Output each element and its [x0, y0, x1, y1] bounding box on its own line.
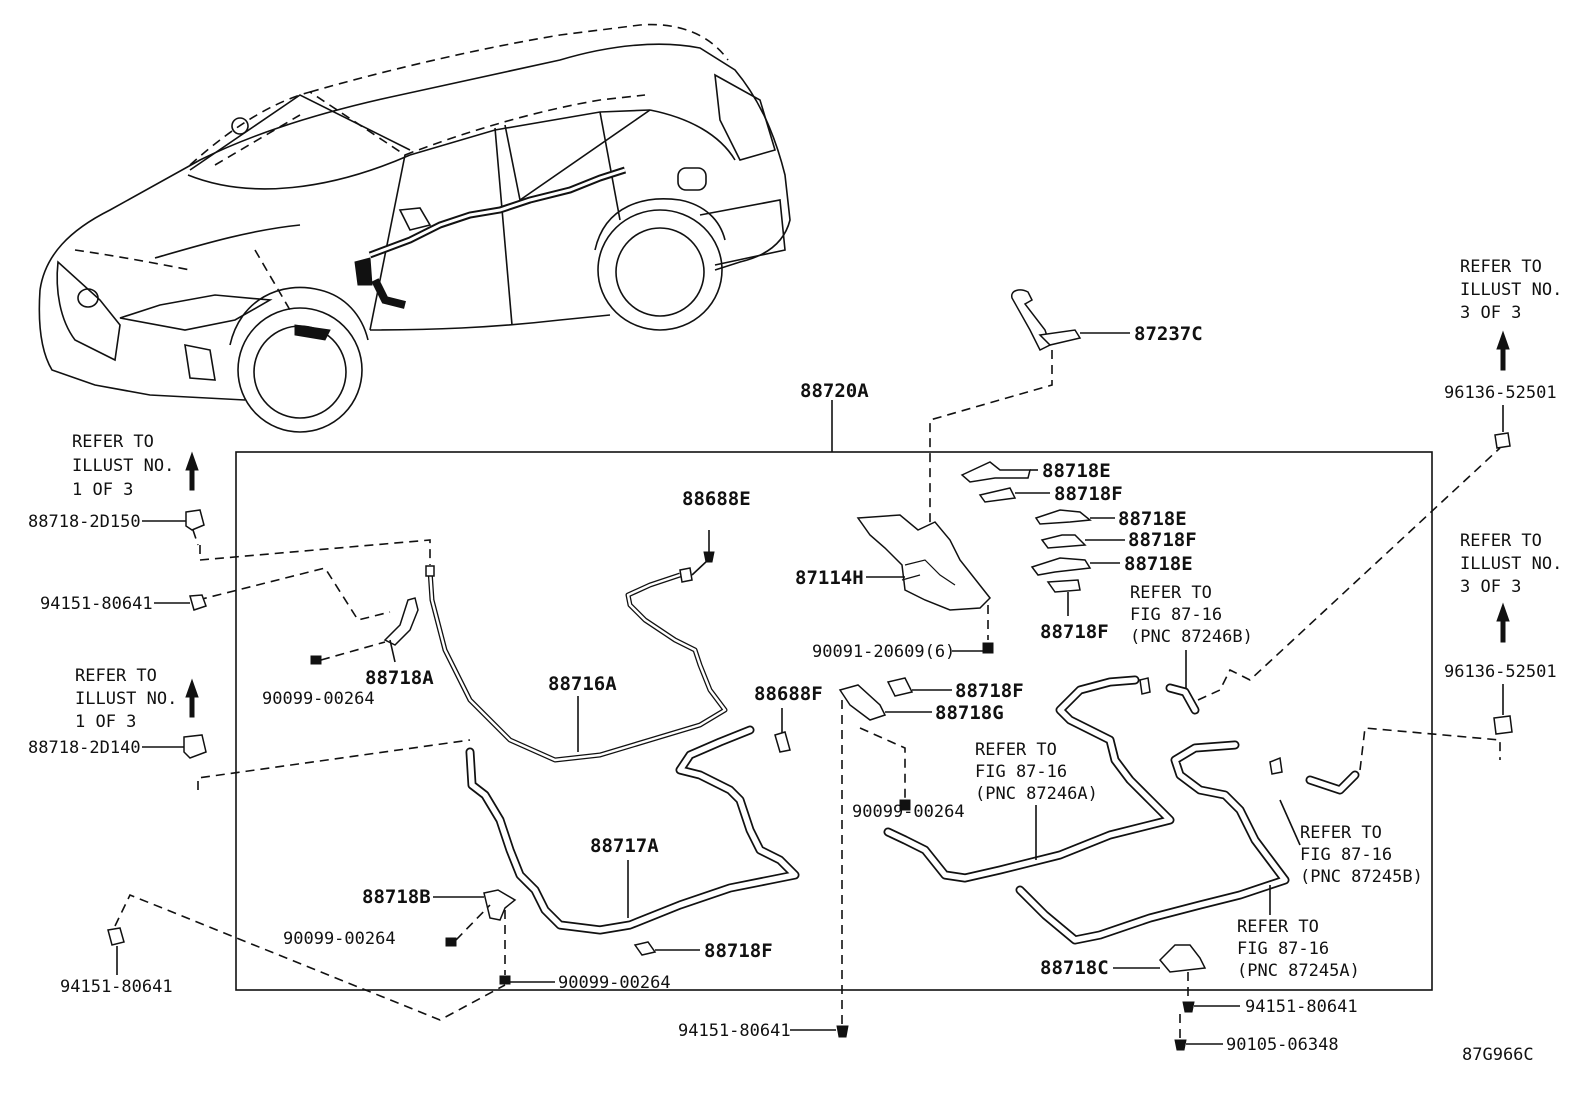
- label-88688E: 88688E: [682, 488, 751, 510]
- svg-text:ILLUST NO.: ILLUST NO.: [72, 456, 174, 476]
- svg-text:REFER TO: REFER TO: [1460, 257, 1542, 277]
- svg-text:FIG 87-16: FIG 87-16: [1237, 939, 1329, 959]
- svg-text:(PNC 87245B): (PNC 87245B): [1300, 867, 1423, 887]
- ref-fig-87246A: REFER TO FIG 87-16 (PNC 87246A): [975, 740, 1098, 804]
- clip-icon-2: [183, 734, 207, 759]
- svg-text:3 OF 3: 3 OF 3: [1460, 577, 1521, 597]
- wire-88716A: [425, 530, 728, 763]
- label-88718E-2: 88718E: [1118, 508, 1187, 530]
- label-96136-52501-a: 96136-52501: [1444, 383, 1557, 403]
- svg-text:FIG 87-16: FIG 87-16: [1300, 845, 1392, 865]
- label-88718B: 88718B: [362, 886, 431, 908]
- ref-fig-87246B: REFER TO FIG 87-16 (PNC 87246B): [1130, 583, 1253, 690]
- svg-text:REFER TO: REFER TO: [1460, 531, 1542, 551]
- up-arrow-icon-2: [185, 678, 199, 718]
- grommet-icon-2: [107, 927, 125, 946]
- part-88718G: [790, 677, 952, 1038]
- part-88718A: [197, 539, 431, 665]
- vehicle-illustration: [38, 23, 791, 433]
- ref-illust-1a: REFER TO ILLUST NO. 1 OF 3: [72, 432, 174, 500]
- up-arrow-icon-4: [1496, 602, 1510, 643]
- svg-text:1 OF 3: 1 OF 3: [72, 480, 133, 500]
- svg-text:ILLUST NO.: ILLUST NO.: [1460, 280, 1562, 300]
- label-88718G: 88718G: [935, 702, 1004, 724]
- label-90091-20609: 90091-20609(6): [812, 642, 955, 662]
- label-88718E-3: 88718E: [1124, 553, 1193, 575]
- svg-text:(PNC 87246A): (PNC 87246A): [975, 784, 1098, 804]
- label-90105-06348: 90105-06348: [1226, 1035, 1339, 1055]
- grommet-icon: [189, 594, 207, 611]
- label-88688F: 88688F: [754, 683, 823, 705]
- label-90099-00264-a: 90099-00264: [262, 689, 375, 709]
- label-88718F-3: 88718F: [1040, 621, 1109, 643]
- label-88718E-1: 88718E: [1042, 460, 1111, 482]
- label-88718F-4: 88718F: [704, 940, 773, 962]
- label-87237C: 87237C: [1134, 323, 1203, 345]
- svg-text:REFER TO: REFER TO: [1300, 823, 1382, 843]
- clip-icon: [185, 509, 205, 531]
- clip-group-upper: [960, 461, 1125, 616]
- assembly-frame: [235, 451, 1433, 991]
- svg-text:1 OF 3: 1 OF 3: [75, 712, 136, 732]
- svg-text:REFER TO: REFER TO: [75, 666, 157, 686]
- part-87237C: [929, 289, 1130, 600]
- hose-88717A: [197, 708, 800, 935]
- up-arrow-icon: [185, 451, 199, 491]
- label-90099-00264-d: 90099-00264: [852, 802, 965, 822]
- ref-illust-3b: REFER TO ILLUST NO. 3 OF 3: [1460, 531, 1562, 597]
- label-88717A: 88717A: [590, 835, 659, 857]
- clip-icon-4: [1493, 715, 1513, 735]
- label-88718A: 88718A: [365, 667, 434, 689]
- part-88718B: [433, 889, 700, 985]
- part-88718C: [1113, 944, 1240, 1051]
- label-88720A: 88720A: [800, 380, 869, 402]
- label-88718-2D150: 88718-2D150: [28, 512, 141, 532]
- ref-fig-87245B: REFER TO FIG 87-16 (PNC 87245B): [1279, 799, 1423, 887]
- label-94151-80641-bottom: 94151-80641: [678, 1021, 791, 1041]
- svg-text:FIG 87-16: FIG 87-16: [975, 762, 1067, 782]
- diagram-id: 87G966C: [1462, 1045, 1534, 1065]
- up-arrow-icon-3: [1496, 330, 1510, 371]
- svg-text:3 OF 3: 3 OF 3: [1460, 303, 1521, 323]
- label-88718-2D140: 88718-2D140: [28, 738, 141, 758]
- label-88718F-2: 88718F: [1128, 529, 1197, 551]
- ref-fig-87245A: REFER TO FIG 87-16 (PNC 87245A): [1237, 885, 1360, 981]
- label-88718F-5: 88718F: [955, 680, 1024, 702]
- label-88718C: 88718C: [1040, 957, 1109, 979]
- svg-text:(PNC 87245A): (PNC 87245A): [1237, 961, 1360, 981]
- ref-illust-1b: REFER TO ILLUST NO. 1 OF 3: [75, 666, 177, 732]
- label-90099-00264-b: 90099-00264: [283, 929, 396, 949]
- svg-text:REFER TO: REFER TO: [1237, 917, 1319, 937]
- svg-text:REFER TO: REFER TO: [72, 432, 154, 452]
- svg-text:REFER TO: REFER TO: [1130, 583, 1212, 603]
- clip-icon-3: [1494, 432, 1511, 449]
- svg-text:(PNC 87246B): (PNC 87246B): [1130, 627, 1253, 647]
- label-90099-00264-c: 90099-00264: [558, 973, 671, 993]
- svg-text:REFER TO: REFER TO: [975, 740, 1057, 760]
- ref-illust-3a: REFER TO ILLUST NO. 3 OF 3: [1460, 257, 1562, 323]
- svg-text:ILLUST NO.: ILLUST NO.: [1460, 554, 1562, 574]
- part-87114H: [856, 514, 994, 654]
- label-94151-80641-br: 94151-80641: [1245, 997, 1358, 1017]
- label-87114H: 87114H: [795, 567, 864, 589]
- label-96136-52501-b: 96136-52501: [1444, 662, 1557, 682]
- label-88718F-1: 88718F: [1054, 483, 1123, 505]
- svg-text:FIG 87-16: FIG 87-16: [1130, 605, 1222, 625]
- label-94151-80641-left-b: 94151-80641: [60, 977, 173, 997]
- label-94151-80641-left-a: 94151-80641: [40, 594, 153, 614]
- svg-text:ILLUST NO.: ILLUST NO.: [75, 689, 177, 709]
- label-88716A: 88716A: [548, 673, 617, 695]
- hoses-right: [883, 447, 1501, 945]
